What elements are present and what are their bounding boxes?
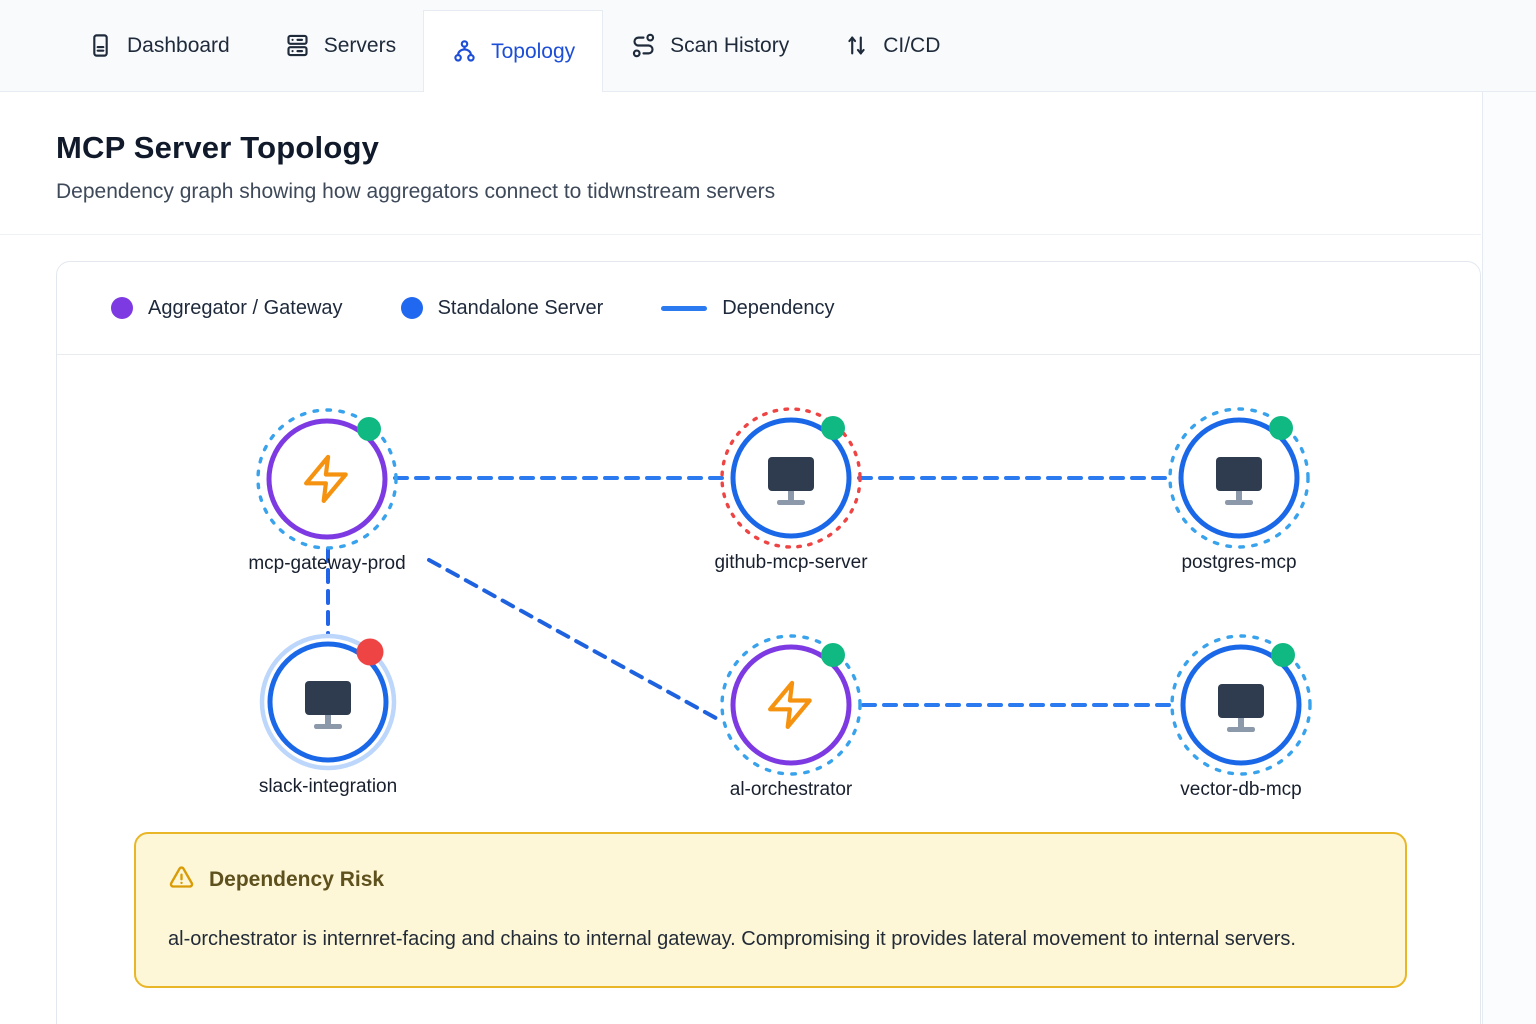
servers-icon [284,32,311,59]
status-dot [1271,643,1295,667]
warning-header: Dependency Risk [168,864,1373,896]
main-content: MCP Server Topology Dependency graph sho… [0,92,1481,1024]
node-label-github-mcp-server: github-mcp-server [714,552,868,573]
node-slack-integration[interactable] [248,622,408,782]
tab-label: CI/CD [883,33,941,57]
status-dot [357,417,381,441]
legend-dot-marker [400,297,423,319]
dependency-edge-mcp-gateway-prod-to-al-orchestrator [427,558,725,724]
legend-label: Standalone Server [437,296,604,319]
node-label-vector-db-mcp: vector-db-mcp [1180,779,1302,800]
tab-dashboard[interactable]: Dashboard [60,0,257,91]
warning-triangle-icon [168,864,195,896]
monitor-icon [1216,457,1262,505]
tab-label: Topology [491,39,576,63]
page-header: MCP Server Topology Dependency graph sho… [0,92,1481,235]
scan-ring [1168,407,1310,549]
legend-label: Aggregator / Gateway [148,296,343,319]
tab-topology[interactable]: Topology [423,10,604,92]
node-mcp-gateway-prod[interactable] [247,399,407,559]
tab-label: Scan History [670,33,790,57]
node-circle[interactable] [266,418,388,540]
lightning-icon [304,454,348,503]
legend-label: Dependency [722,296,835,319]
dependency-edges [326,476,1173,724]
page-title: MCP Server Topology [56,130,380,165]
status-dot [1269,416,1293,440]
legend-item: Dependency [661,296,835,320]
page-subtitle: Dependency graph showing how aggregators… [56,180,776,203]
dashboard-icon [87,32,114,59]
scrollbar-gutter[interactable] [1482,92,1536,1024]
topology-icon [451,38,478,65]
tab-cicd[interactable]: CI/CD [816,0,967,91]
warning-title: Dependency Risk [209,868,385,891]
legend-item: Standalone Server [400,296,604,320]
node-postgres-mcp[interactable] [1159,398,1319,558]
monitor-icon [768,457,814,505]
monitor-icon [305,681,351,729]
legend-line-marker [661,305,708,311]
topology-graph: mcp-gateway-prod github-mcp-server postgre… [57,355,1480,830]
scan-ring [1170,634,1312,776]
legend-dot-marker [111,297,133,319]
top-nav: Dashboard Servers Topology Scan History CI/C… [0,0,1536,92]
monitor-icon [1218,684,1264,732]
dependency-risk-alert: Dependency Risk al-orchestrator is inter… [134,832,1407,988]
scan-ring [259,633,397,771]
node-label-slack-integration: slack-integration [258,776,398,797]
node-label-mcp-gateway-prod: mcp-gateway-prod [248,553,406,574]
tab-servers[interactable]: Servers [257,0,423,91]
scan-history-icon [630,32,657,59]
status-dot [821,416,845,440]
scan-ring [256,408,398,550]
node-label-postgres-mcp: postgres-mcp [1181,552,1297,573]
legend-item: Aggregator / Gateway [111,297,343,320]
status-dot [356,638,384,666]
tab-scan-history[interactable]: Scan History [603,0,816,91]
warning-body: al-orchestrator is internret-facing and … [168,928,1296,950]
scan-ring [720,634,862,776]
legend: Aggregator / Gateway Standalone Server Dep… [57,262,1480,355]
scan-ring [720,407,862,549]
tab-label: Dashboard [127,33,230,57]
node-al-orchestrator[interactable] [711,625,871,785]
lightning-icon [768,680,812,729]
node-github-mcp-server[interactable] [711,398,871,558]
status-dot [821,643,845,667]
tab-label: Servers [323,33,397,57]
node-vector-db-mcp[interactable] [1161,625,1321,785]
node-label-al-orchestrator: al-orchestrator [729,779,853,800]
node-circle[interactable] [730,644,852,766]
cicd-icon [843,32,870,59]
